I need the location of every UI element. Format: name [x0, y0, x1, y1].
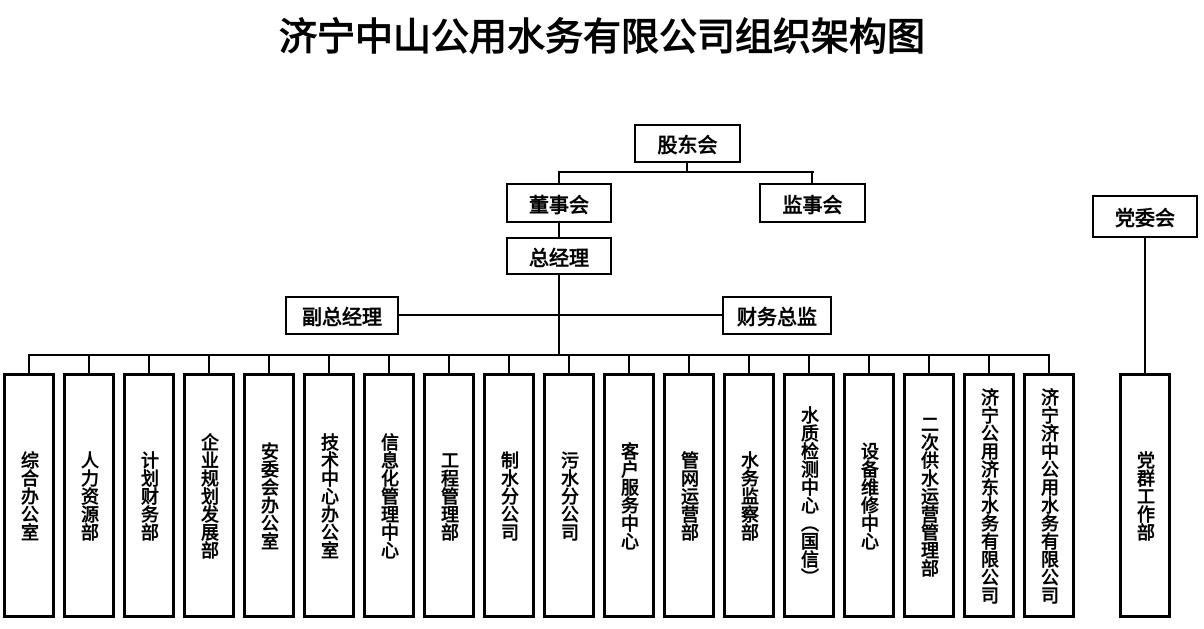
box-supervisory-board: 监事会 — [759, 183, 866, 223]
connector-party-down — [1144, 238, 1146, 373]
connector-stub — [508, 354, 510, 373]
connector-stub — [208, 354, 210, 373]
page-title: 济宁中山公用水务有限公司组织架构图 — [278, 17, 925, 59]
connector-stub — [988, 354, 990, 373]
box-general-manager: 总经理 — [506, 237, 612, 275]
connector-stub — [808, 354, 810, 373]
connector-stub — [568, 354, 570, 373]
connector-stub — [1048, 354, 1050, 373]
connector-to-supervisory — [811, 171, 813, 184]
dept-box: 管网运营部 — [663, 373, 715, 618]
dept-box: 综合办公室 — [3, 373, 55, 618]
dept-box: 二次供水运营管理部 — [903, 373, 955, 618]
connector-stub — [268, 354, 270, 373]
dept-box: 安委会办公室 — [243, 373, 295, 618]
connector-stub — [148, 354, 150, 373]
connector-board-to-gm — [558, 222, 560, 238]
connector-stub — [748, 354, 750, 373]
connector-deputy-to-cfo — [398, 314, 723, 316]
box-board-of-directors: 董事会 — [506, 183, 612, 223]
dept-box: 济宁济中公用水务有限公司 — [1023, 373, 1075, 618]
dept-box: 工程管理部 — [423, 373, 475, 618]
dept-box: 设备维修中心 — [843, 373, 895, 618]
box-party-committee: 党委会 — [1092, 195, 1198, 238]
connector-stub — [88, 354, 90, 373]
dept-box: 客户服务中心 — [603, 373, 655, 618]
dept-box: 水务监察部 — [723, 373, 775, 618]
box-party-mass-work-dept: 党群工作部 — [1119, 373, 1171, 618]
connector-split-board-supervisory — [558, 171, 814, 173]
dept-box: 污水分公司 — [543, 373, 595, 618]
connector-stub — [928, 354, 930, 373]
dept-box: 技术中心办公室 — [303, 373, 355, 618]
connector-to-board — [558, 171, 560, 184]
dept-box: 制水分公司 — [483, 373, 535, 618]
dept-box: 济宁公用济东水务有限公司 — [963, 373, 1015, 618]
connector-shareholders-down — [686, 162, 688, 173]
connector-bus — [28, 354, 1050, 356]
connector-stub — [448, 354, 450, 373]
dept-box: 企业规划发展部 — [183, 373, 235, 618]
box-deputy-general-manager: 副总经理 — [285, 296, 399, 335]
box-finance-director: 财务总监 — [722, 296, 832, 335]
dept-box: 人力资源部 — [63, 373, 115, 618]
connector-stub — [688, 354, 690, 373]
connector-stub — [868, 354, 870, 373]
connector-stub — [28, 354, 30, 373]
connector-stub — [328, 354, 330, 373]
connector-stub — [628, 354, 630, 373]
dept-box: 计划财务部 — [123, 373, 175, 618]
dept-box: 水质检测中心（国信） — [783, 373, 835, 618]
dept-box: 信息化管理中心 — [363, 373, 415, 618]
connector-stub — [388, 354, 390, 373]
box-shareholders-meeting: 股东会 — [634, 124, 741, 163]
